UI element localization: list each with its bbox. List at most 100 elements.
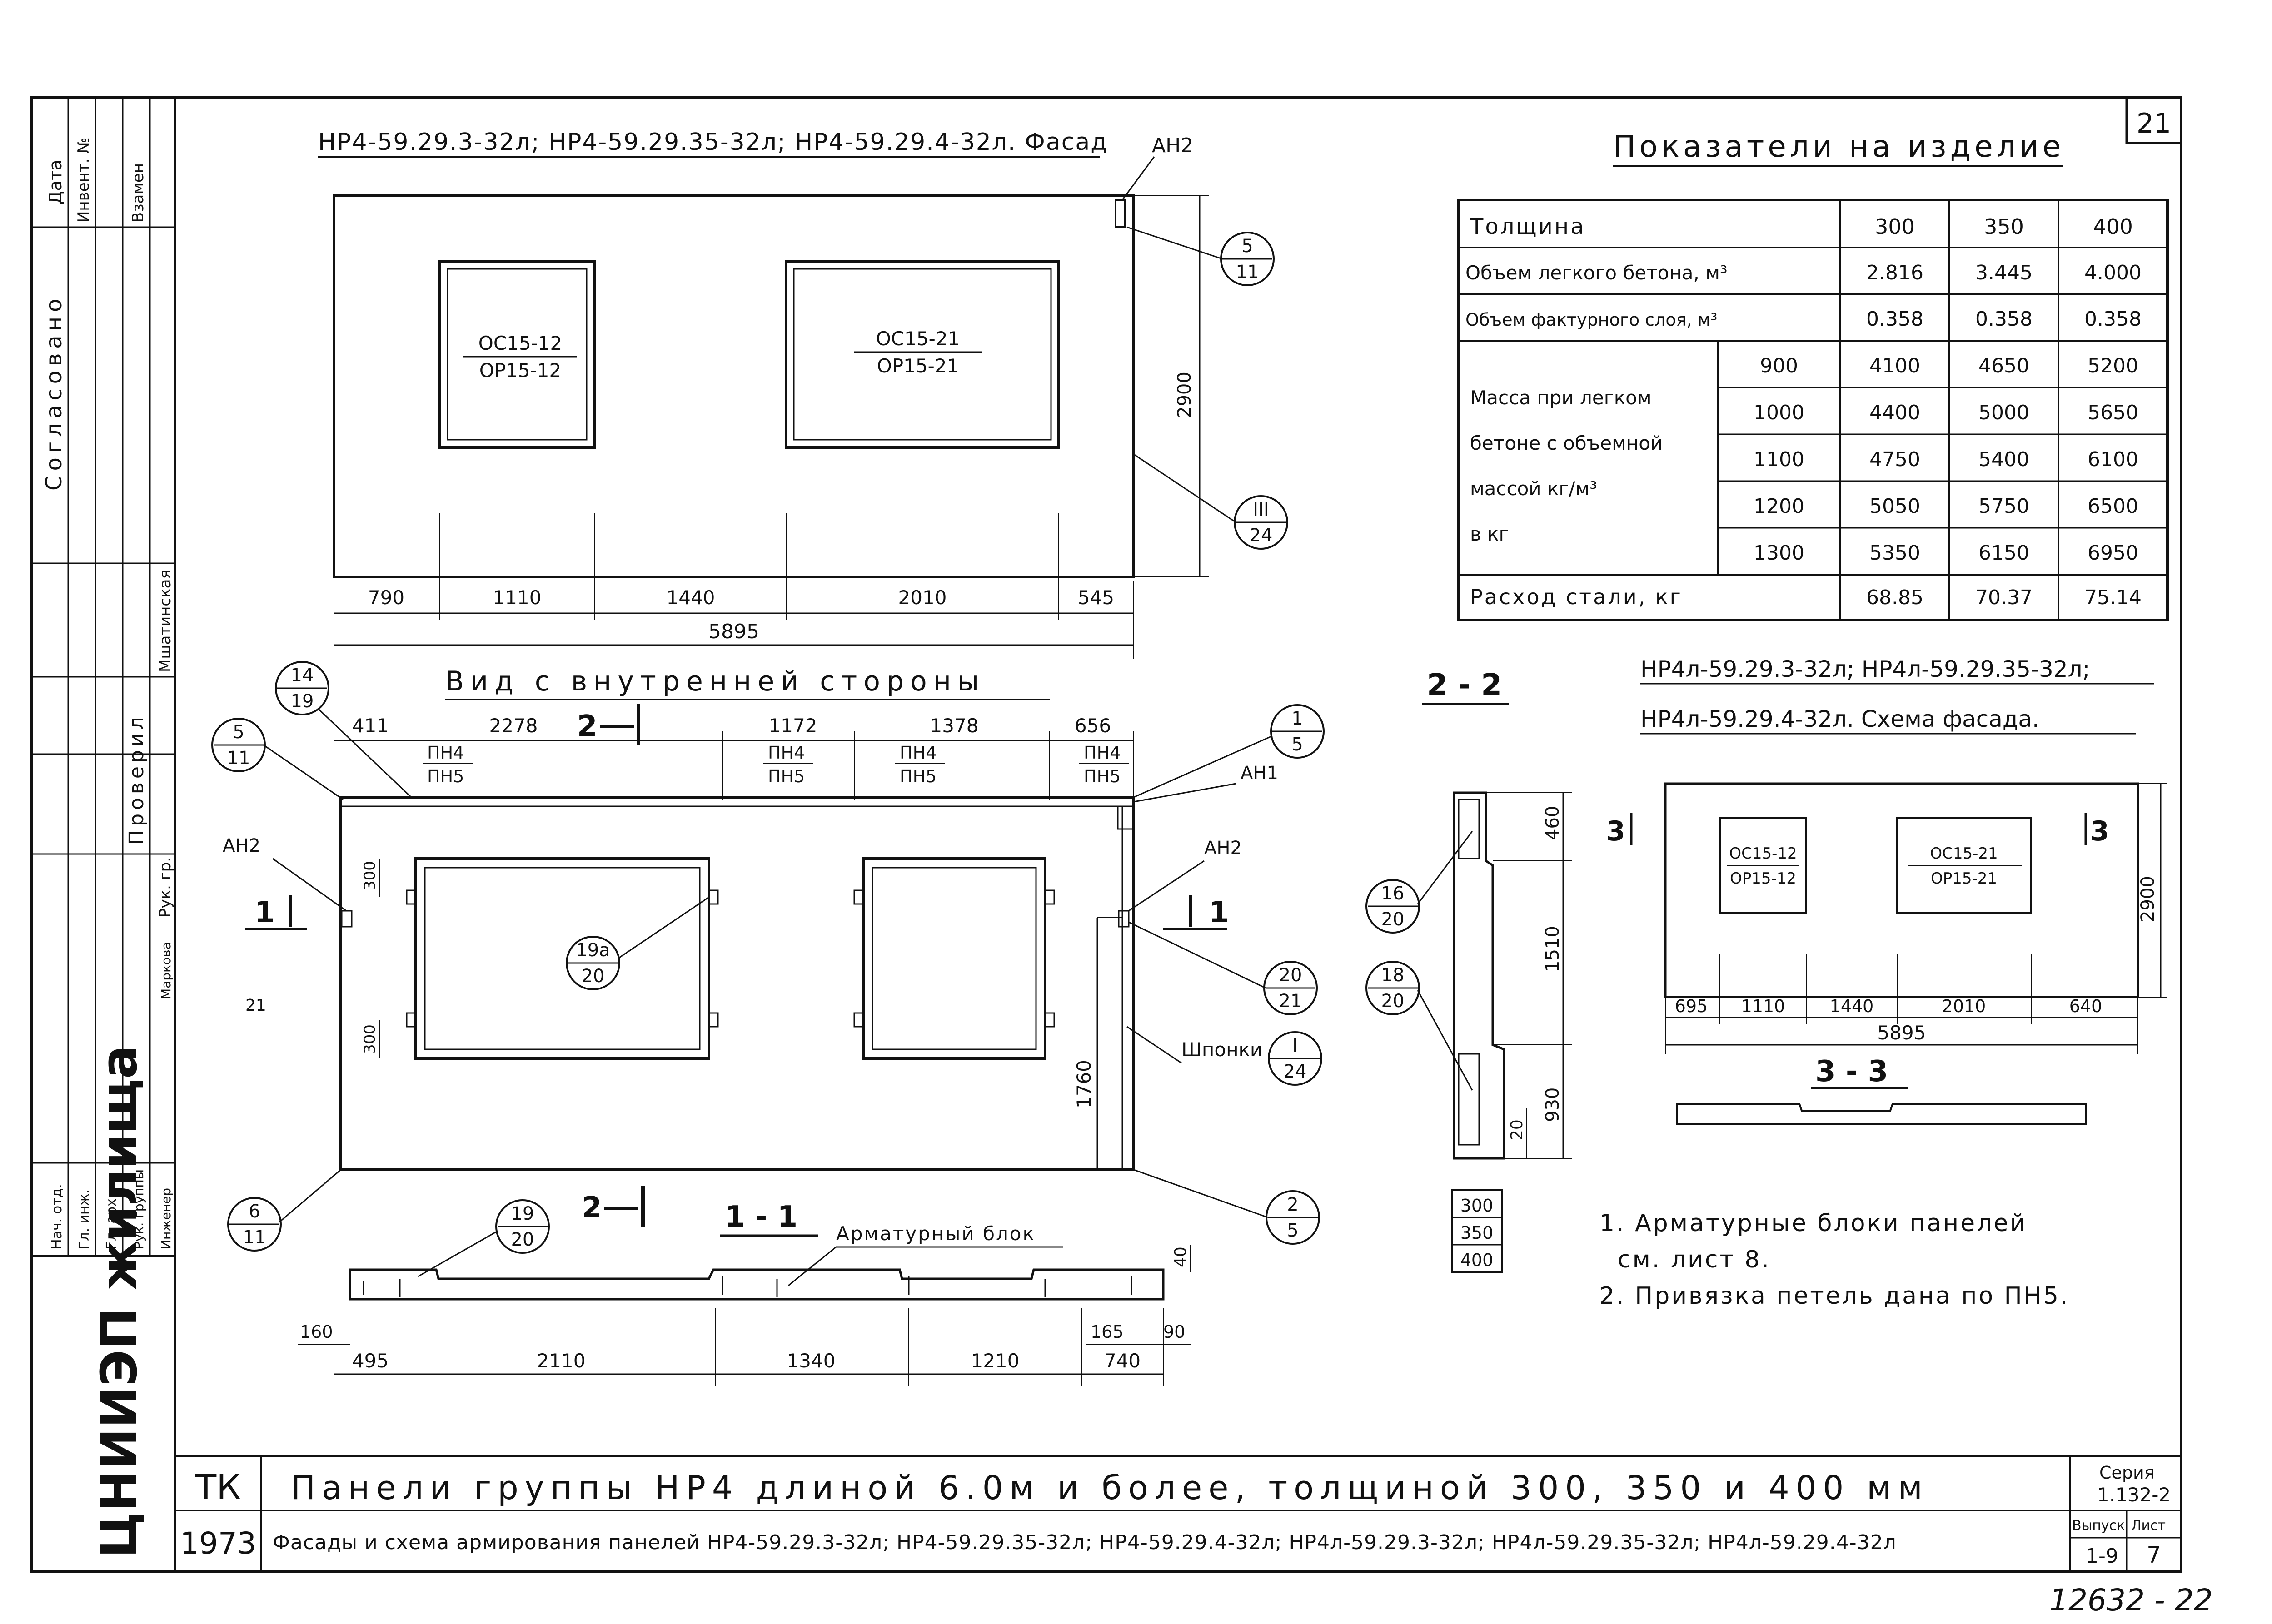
svg-text:ПН4: ПН4 (1084, 743, 1121, 763)
inner-dim-1760: 1760 (1073, 1060, 1095, 1108)
table-row-1-v2: 3.445 (1975, 261, 2033, 284)
sheet-number-box (2125, 96, 2182, 144)
table-row-2-label: Объем фактурного слоя, м³ (1465, 310, 1718, 330)
svg-text:21: 21 (1279, 991, 1302, 1012)
stamp-vzamen: Взамен (129, 163, 147, 223)
svg-text:24: 24 (1284, 1061, 1307, 1082)
mass-3-v2: 5400 (1978, 448, 2029, 471)
section11-title: 1 - 1 (725, 1200, 797, 1234)
scheme-window-right (1896, 817, 2032, 914)
svg-text:14: 14 (291, 665, 314, 686)
stamp-staff-4: Рук. группы (131, 1169, 146, 1249)
facade-callout-iii: III (1253, 499, 1269, 520)
table-header-350: 350 (1984, 214, 2024, 239)
loop-label-1: ПН4 ПН5 (423, 743, 473, 786)
series-value: 1.132-2 (2097, 1484, 2171, 1506)
callout-i-24: Шпонки I 24 (1126, 1026, 1322, 1086)
svg-text:ПН5: ПН5 (900, 766, 937, 786)
facade-dim-3: 1440 (667, 586, 715, 609)
inner-an2-left: АН2 (223, 835, 260, 856)
series-label: Серия (2099, 1463, 2155, 1483)
scheme-title-1: НР4л-59.29.3-32л; НР4л-59.29.35-32л; (1640, 656, 2090, 682)
callout-6-11: 6 11 (227, 1169, 341, 1252)
section22-dim-1510: 1510 (1542, 926, 1563, 972)
scheme-dim-4: 2010 (1942, 996, 1986, 1016)
table-row-2-v2: 0.358 (1975, 308, 2033, 331)
callout-1-5: 1 5 (1133, 704, 1325, 798)
section22-dim-20: 20 (1508, 1119, 1526, 1140)
facade-callout-iii-24 (1234, 495, 1288, 550)
mass-1-v1: 4100 (1869, 354, 1920, 377)
scheme-cut-right: 3 (2090, 815, 2109, 847)
notes: 1. Арматурные блоки панелей см. лист 8. … (1599, 1210, 2068, 1310)
scheme-window-right-bottom: ОР15-21 (1931, 869, 1997, 888)
mass-density-1: 900 (1760, 354, 1798, 377)
inner-cut-mark-right: 1 (1209, 896, 1229, 929)
armature-block-label: Арматурный блок (836, 1222, 1036, 1245)
issue-label: Выпуск (2072, 1518, 2125, 1534)
title-tk: ТК (195, 1467, 241, 1507)
scheme-total: 5895 (1878, 1022, 1926, 1044)
title-block: ТК 1973 Панели группы НР4 длиной 6.0м и … (175, 1455, 2181, 1572)
scheme-height-dim: 2900 (2137, 876, 2158, 922)
svg-text:ПН5: ПН5 (427, 766, 464, 786)
scheme-section-profile (1676, 1103, 2087, 1125)
stamp-checked-role: Рук. гр. (156, 857, 174, 918)
svg-text:1: 1 (1291, 708, 1303, 729)
facade-view: НР4-59.29.3-32л; НР4-59.29.35-32л; НР4-5… (318, 129, 1288, 659)
mass-label-2: бетоне с объемной (1470, 432, 1663, 454)
svg-text:6: 6 (249, 1201, 260, 1222)
loop-label-3: ПН4 ПН5 (895, 743, 945, 786)
section11-dim-160: 160 (300, 1322, 333, 1342)
mass-4-v2: 5750 (1978, 495, 2029, 518)
mass-density-3: 1100 (1754, 448, 1804, 471)
svg-text:5: 5 (233, 722, 244, 743)
steel-v3: 75.14 (2084, 586, 2142, 609)
archive-number: 12632 - 22 (2049, 1583, 2213, 1618)
inner-an2-right: АН2 (1204, 838, 1242, 859)
callout-16-20: 16 20 (1365, 831, 1473, 934)
svg-text:16: 16 (1381, 883, 1405, 904)
svg-text:ПН5: ПН5 (768, 766, 805, 786)
mass-label-4: в кг (1470, 523, 1509, 545)
mass-4-v1: 5050 (1869, 495, 1920, 518)
svg-text:11: 11 (243, 1227, 266, 1248)
facade-total-dim: 5895 (708, 620, 759, 643)
table-row-1-v1: 2.816 (1866, 261, 1923, 284)
svg-text:5: 5 (1287, 1220, 1298, 1241)
mass-2-v2: 5000 (1978, 401, 2029, 424)
facade-window-left-top: ОС15-12 (478, 332, 562, 354)
steel-v1: 68.85 (1866, 586, 1923, 609)
scheme-window-left (1719, 817, 1807, 914)
facade-window-right (785, 260, 1060, 449)
mass-4-v3: 6500 (2088, 495, 2138, 518)
table-row-1-label: Объем легкого бетона, м³ (1465, 262, 1728, 284)
table-header-400: 400 (2093, 214, 2133, 239)
callout-20-21: 20 21 (1128, 921, 1318, 1015)
facade-dim-1: 790 (368, 586, 404, 609)
section22-dim-460: 460 (1542, 806, 1563, 840)
scheme-window-left-bottom: ОР15-12 (1730, 869, 1796, 888)
callout-2-5: 2 5 (1133, 1169, 1320, 1245)
inner-dim-5: 656 (1075, 715, 1111, 737)
title-main: Панели группы НР4 длиной 6.0м и более, т… (291, 1469, 1929, 1507)
inner-dim-1: 411 (352, 715, 389, 737)
inner-title: Вид с внутренней стороны (445, 665, 985, 697)
mass-3-v3: 6100 (2088, 448, 2138, 471)
mass-2-v1: 4400 (1869, 401, 1920, 424)
section11-profile (349, 1268, 1165, 1301)
facade-dim-5: 545 (1078, 586, 1114, 609)
scheme-window-left-top: ОС15-12 (1729, 844, 1797, 863)
inner-frame (174, 96, 2182, 1573)
scheme-dim-2: 1110 (1741, 996, 1785, 1016)
mass-density-5: 1300 (1754, 541, 1804, 565)
scheme-dim-1: 695 (1675, 996, 1708, 1016)
inner-window-right (862, 857, 1046, 1060)
mass-label-3: массой кг/м³ (1470, 477, 1597, 500)
table-header-300: 300 (1875, 214, 1915, 239)
scheme-dim-5: 640 (2069, 996, 2103, 1016)
section11-dim-5: 740 (1104, 1350, 1141, 1372)
section11-dim-4: 1210 (971, 1350, 1020, 1372)
scheme-cut-left: 3 (1606, 815, 1625, 847)
callout-5-11-inner: 5 11 (211, 718, 344, 800)
